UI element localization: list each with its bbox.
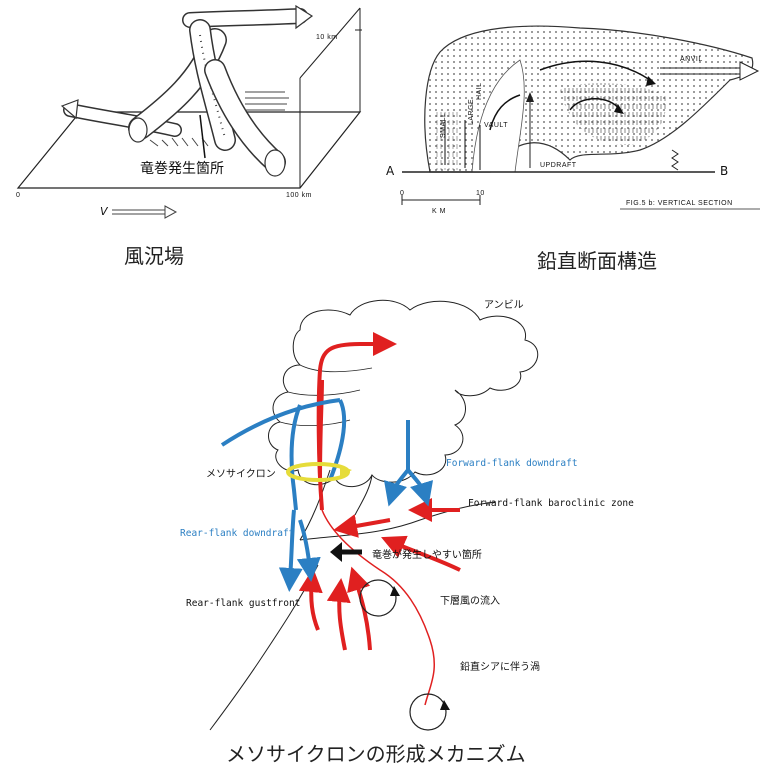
mesocyclone-diagram: アンビル メソサイクロン Forward-flank downdraft For… xyxy=(0,280,773,773)
point-b-label: B xyxy=(720,164,728,178)
scale-zero-label: 0 xyxy=(16,192,20,199)
point-a-label: A xyxy=(386,164,394,178)
vertical-section-diagram: ANVIL VAULT SMALL LARGE HAIL UPDRAFT A B… xyxy=(380,0,773,280)
scale-10km-label: 10 km xyxy=(316,34,338,41)
tornado-prone-label: 竜巻が発生しやすい箇所 xyxy=(372,546,482,561)
scale-100km-label: 100 km xyxy=(286,192,312,199)
mesocyclone-drawing xyxy=(0,280,773,773)
anvil-label-jp: アンビル xyxy=(484,296,524,311)
vertical-section-caption: 鉛直断面構造 xyxy=(537,245,657,274)
mesocyclone-label: メソサイクロン xyxy=(206,465,276,480)
km-scale-ten: 10 xyxy=(476,190,485,197)
forward-flank-downdraft-label: Forward-flank downdraft xyxy=(446,458,578,469)
km-unit-label: K M xyxy=(432,208,446,215)
wind-field-caption: 風況場 xyxy=(124,240,184,269)
vertical-shear-vortex-label: 鉛直シアに伴う渦 xyxy=(460,658,540,673)
vault-label: VAULT xyxy=(484,122,508,129)
v-label: V xyxy=(100,205,108,218)
rear-flank-gustfront-label: Rear-flank gustfront xyxy=(186,598,300,609)
hail-label: HAIL xyxy=(476,82,483,100)
figure-label: FIG.5 b: VERTICAL SECTION xyxy=(626,200,733,207)
wind-field-diagram: 竜巻発生箇所 10 km 0 100 km V 風況場 xyxy=(0,0,380,270)
updraft-label: UPDRAFT xyxy=(540,162,577,169)
large-hail-label: LARGE xyxy=(468,99,475,125)
forward-flank-baroclinic-label: Forward-flank baroclinic zone xyxy=(468,498,634,509)
low-level-inflow-label: 下層風の流入 xyxy=(440,592,500,607)
tornado-spot-label: 竜巻発生箇所 xyxy=(140,158,224,178)
km-scale-zero: 0 xyxy=(400,190,404,197)
rear-flank-downdraft-label: Rear-flank downdraft xyxy=(180,528,294,539)
small-hail-label: SMALL xyxy=(440,113,447,138)
mesocyclone-caption: メソサイクロンの形成メカニズム xyxy=(226,738,526,767)
anvil-label-en: ANVIL xyxy=(680,56,703,63)
vertical-section-drawing xyxy=(380,0,773,280)
